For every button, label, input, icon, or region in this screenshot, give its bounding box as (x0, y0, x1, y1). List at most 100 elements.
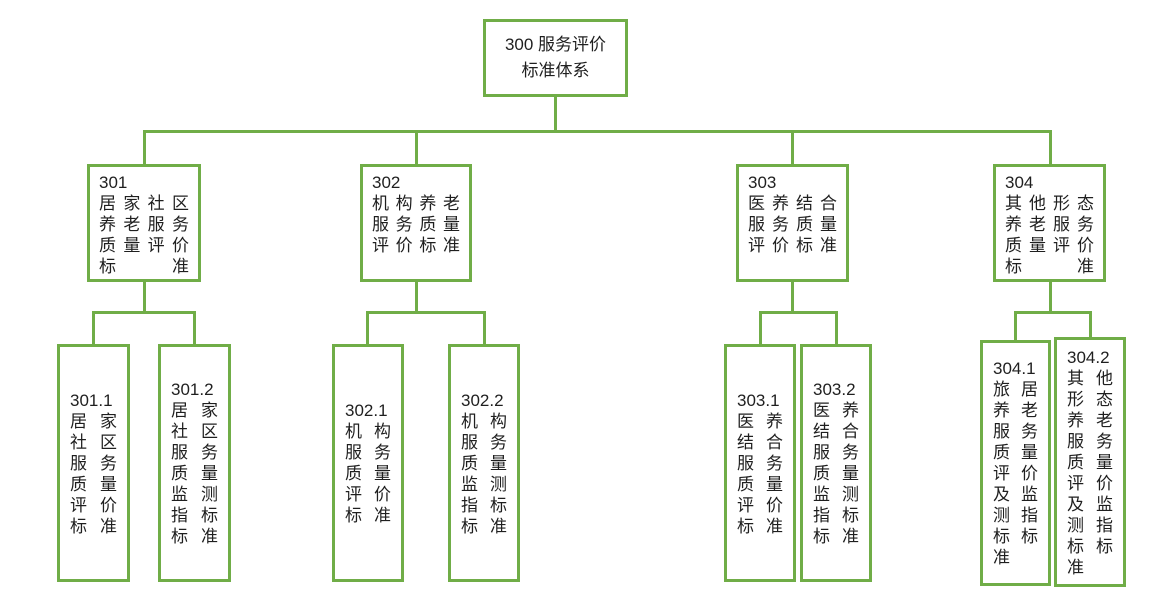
connector-stub-302-1 (366, 311, 369, 347)
box-text-line: 指标 (461, 495, 507, 515)
box-text-line: 养老 (1067, 410, 1113, 430)
node-label: 304 其他形态养老服务质量评价标准 (1005, 172, 1094, 277)
box-text-line: 居家 (70, 411, 117, 431)
box-text-line: 评价 (737, 495, 783, 515)
connector-302-horizontal (366, 311, 486, 314)
box-text-line: 标准 (171, 527, 218, 546)
box-text-line: 其他形态 (1005, 194, 1094, 213)
box-text-line: 304.1 (993, 359, 1036, 378)
box-text-line: 服务 (345, 443, 391, 462)
connector-root-vertical (554, 95, 557, 133)
box-text-line: 服务 (737, 453, 783, 473)
box-text-line: 质量 (1067, 452, 1113, 472)
connector-stub-302 (415, 130, 418, 167)
box-text-line: 301.1 (70, 390, 113, 410)
connector-stub-304-1 (1014, 311, 1017, 343)
box-text-line: 服务 (70, 453, 117, 473)
box-text-line: 养老 (993, 401, 1038, 420)
box-text-line: 质量 (737, 474, 783, 494)
connector-301-vertical (143, 280, 146, 314)
box-text-line: 评价 (345, 485, 391, 504)
box-text-line: 居家社区 (99, 194, 189, 213)
box-text-line: 304 (1005, 173, 1034, 192)
box-text-line: 旅居 (993, 380, 1038, 399)
box-text-line: 评价 (993, 464, 1038, 483)
box-text-line: 服务质量 (372, 215, 460, 234)
box-text-line: 居家 (171, 401, 218, 420)
connector-stub-303-1 (759, 311, 762, 347)
box-text-line: 服务 (461, 432, 507, 452)
node-label: 300 服务评价标准体系 (505, 32, 606, 84)
box-text-line: 结合 (813, 422, 859, 441)
connector-stub-304-2 (1089, 311, 1092, 343)
box-text-line: 质量评价 (99, 236, 189, 255)
box-text-line: 标准 (345, 506, 391, 525)
box-text-line: 形态 (1067, 389, 1113, 409)
box-text-line: 养老服务 (1005, 215, 1094, 234)
connector-stub-301-2 (193, 311, 196, 347)
box-text-line: 指标 (813, 506, 859, 525)
box-text-line: 其他 (1067, 368, 1113, 388)
box-text-line: 养老服务 (99, 215, 189, 234)
box-text-line: 服务 (171, 443, 218, 462)
box-text-line: 标准 (1005, 257, 1094, 276)
box-text-line: 结合 (737, 432, 783, 452)
box-text-line: 304.2 (1067, 347, 1110, 367)
box-text-line: 及监 (993, 485, 1038, 504)
box-text-line: 标准 (70, 516, 117, 536)
connector-stub-301 (143, 130, 146, 167)
connector-302-vertical (415, 280, 418, 314)
box-text-line: 质量 (993, 443, 1038, 462)
box-text-line: 303.2 (813, 380, 856, 399)
box-text-line: 医养结合 (748, 194, 837, 213)
box-text-line: 评价标准 (372, 236, 460, 255)
box-text-line: 标标 (1067, 536, 1113, 556)
connector-304-horizontal (1014, 311, 1092, 314)
box-text-line: 监测 (171, 485, 218, 504)
connector-304-vertical (1049, 280, 1052, 314)
box-text-line: 准 (1067, 557, 1084, 577)
box-text-line: 质量 (813, 464, 859, 483)
connector-303-horizontal (759, 311, 838, 314)
box-text-line: 服务 (1067, 431, 1113, 451)
box-text-line: 机构养老 (372, 194, 460, 213)
box-text-line: 标准 (737, 516, 783, 536)
box-text-line: 医养 (737, 411, 783, 431)
node-300-root: 300 服务评价标准体系 (483, 19, 628, 97)
box-text-line: 标准 (461, 516, 507, 536)
box-text-line: 指标 (171, 506, 218, 525)
box-text-line: 质量评价 (1005, 236, 1094, 255)
box-text-line: 300 服务评价 (504, 35, 607, 54)
box-text-line: 社区 (70, 432, 117, 452)
box-text-line: 机构 (345, 422, 391, 441)
box-text-line: 质量 (70, 474, 117, 494)
box-text-line: 301 (99, 173, 128, 192)
box-text-line: 社区 (171, 422, 218, 441)
connector-303-vertical (791, 280, 794, 314)
box-text-line: 测指 (993, 506, 1038, 525)
box-text-line: 服务 (813, 443, 859, 462)
box-text-line: 监测 (813, 485, 859, 504)
box-text-line: 评价 (1067, 473, 1113, 493)
box-text-line: 机构 (461, 411, 507, 431)
connector-level1-horizontal (143, 130, 1052, 133)
box-text-line: 医养 (813, 401, 859, 420)
connector-stub-303-2 (835, 311, 838, 347)
box-text-line: 302.2 (461, 390, 504, 410)
